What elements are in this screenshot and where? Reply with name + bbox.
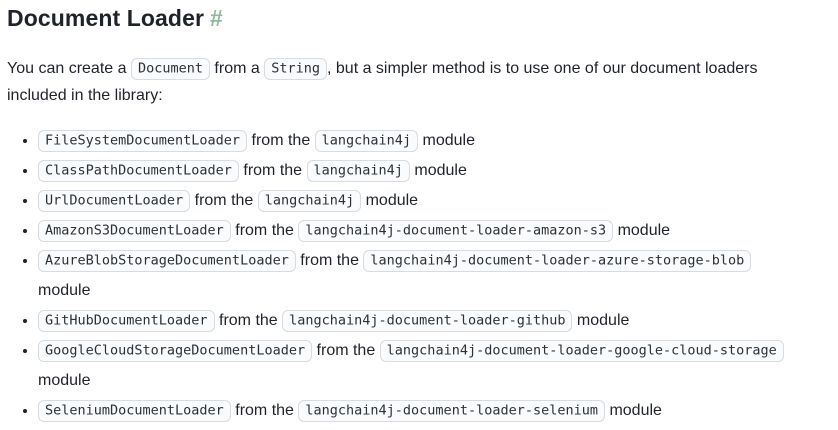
list-item: GitHubDocumentLoader from the langchain4… — [38, 306, 807, 336]
module-code: langchain4j-document-loader-google-cloud… — [379, 340, 784, 363]
heading-anchor-link[interactable]: # — [210, 5, 223, 31]
loader-list: FileSystemDocumentLoader from the langch… — [7, 126, 807, 430]
list-item: ClassPathDocumentLoader from the langcha… — [38, 156, 807, 186]
list-item: TencentCosDocumentLoader from the langch… — [38, 426, 807, 430]
module-code: langchain4j — [314, 130, 419, 153]
loader-class-code: GoogleCloudStorageDocumentLoader — [38, 340, 313, 363]
page-title-text: Document Loader — [7, 5, 205, 31]
intro-text-3: , but a simpler method is to use one of … — [7, 59, 758, 105]
module-code: langchain4j-document-loader-selenium — [298, 400, 605, 423]
list-item: AzureBlobStorageDocumentLoader from the … — [38, 246, 807, 306]
loader-class-code: GitHubDocumentLoader — [38, 310, 215, 333]
loader-class-code: AmazonS3DocumentLoader — [38, 220, 231, 243]
list-item: UrlDocumentLoader from the langchain4j m… — [38, 186, 807, 216]
module-code: langchain4j-document-loader-github — [282, 310, 573, 333]
module-code: langchain4j — [257, 190, 362, 213]
module-code: langchain4j — [306, 160, 410, 183]
module-code: langchain4j-document-loader-azure-storag… — [363, 250, 752, 273]
page-title: Document Loader# — [7, 4, 808, 33]
loader-class-code: AzureBlobStorageDocumentLoader — [38, 250, 296, 273]
list-item: GoogleCloudStorageDocumentLoader from th… — [38, 336, 807, 396]
loader-class-code: FileSystemDocumentLoader — [38, 130, 248, 153]
list-item: FileSystemDocumentLoader from the langch… — [38, 126, 807, 156]
module-code: langchain4j-document-loader-amazon-s3 — [298, 220, 614, 243]
list-item: AmazonS3DocumentLoader from the langchai… — [38, 216, 807, 246]
inline-code-document: Document — [130, 58, 210, 81]
intro-text-2: from a — [209, 59, 265, 77]
intro-paragraph: You can create a Document from a String,… — [7, 55, 802, 110]
intro-text-1: You can create a — [7, 59, 131, 77]
loader-class-code: ClassPathDocumentLoader — [38, 160, 239, 183]
loader-class-code: SeleniumDocumentLoader — [38, 400, 231, 423]
list-item: SeleniumDocumentLoader from the langchai… — [38, 396, 807, 426]
inline-code-string: String — [264, 58, 327, 81]
loader-class-code: UrlDocumentLoader — [38, 190, 191, 213]
